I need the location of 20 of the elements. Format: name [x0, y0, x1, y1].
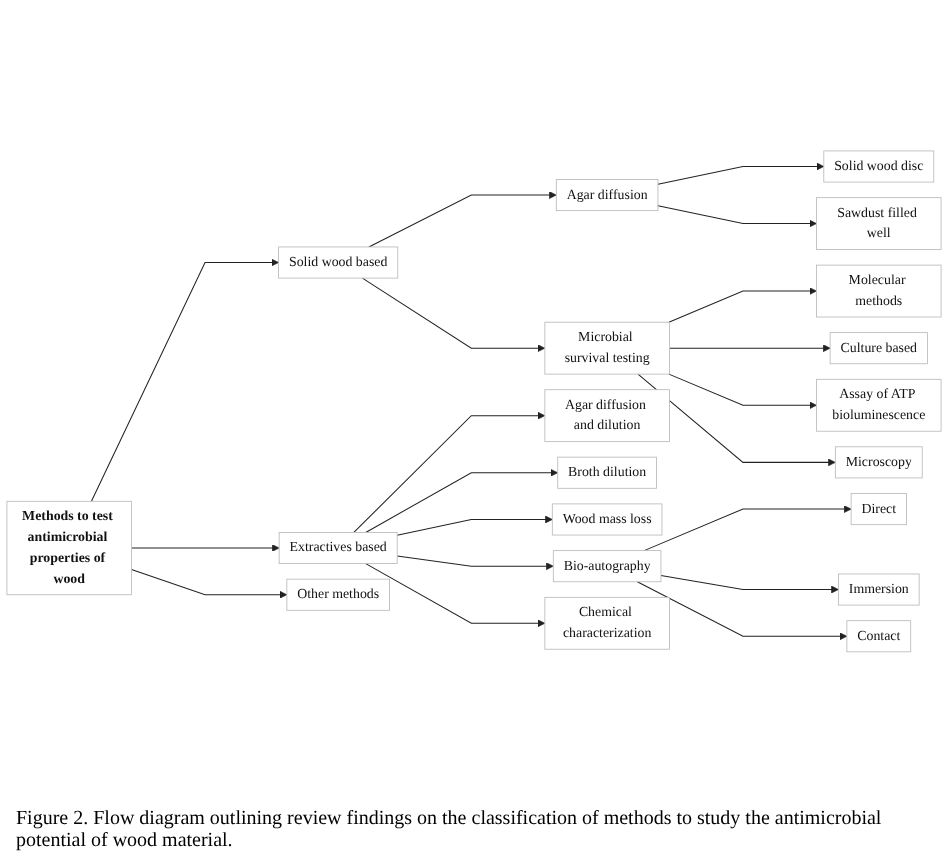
arrow — [637, 373, 836, 466]
arrow — [657, 204, 817, 227]
arrow — [365, 468, 559, 533]
arrow — [131, 568, 288, 599]
arrow — [657, 162, 825, 185]
arrow — [353, 411, 546, 533]
arrow — [131, 543, 280, 552]
arrow — [361, 277, 546, 352]
arrow — [368, 190, 557, 248]
arrow — [396, 555, 554, 570]
arrow — [396, 515, 553, 536]
arrow — [668, 373, 817, 409]
arrow — [90, 258, 279, 502]
arrow — [668, 286, 817, 323]
arrow — [660, 574, 839, 593]
figure-caption: Figure 2. Flow diagram outlining review findings on the classification of methods to study the antimicrobial potential of wood material. — [14, 806, 884, 856]
arrow — [668, 344, 831, 352]
arrow — [365, 562, 546, 627]
arrow — [643, 504, 852, 551]
arrow — [636, 580, 848, 640]
